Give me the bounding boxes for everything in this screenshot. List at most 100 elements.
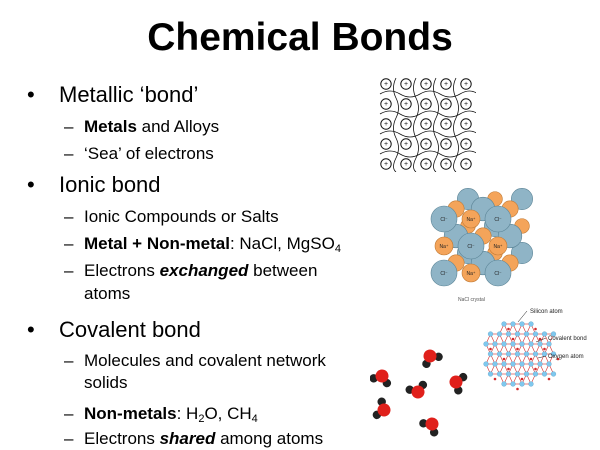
silicon-atom — [523, 371, 530, 377]
silicon-atom — [550, 371, 557, 377]
metal-ion: + — [420, 118, 432, 130]
svg-text:+: + — [404, 141, 408, 148]
silicon-atom — [505, 331, 512, 337]
slide-title: Chemical Bonds — [147, 16, 453, 59]
silicon-atom — [483, 341, 489, 347]
sub-bullet-exchanged-cont: atoms — [84, 284, 131, 303]
silicon-atom — [514, 351, 521, 357]
water-molecule — [419, 417, 439, 437]
svg-text:+: + — [464, 121, 468, 128]
oxygen-atom — [502, 357, 506, 361]
silicon-atom — [550, 331, 557, 337]
silicon-atom — [541, 331, 548, 337]
silicon-atom — [492, 341, 498, 347]
electron-path — [433, 77, 439, 172]
silicon-atom — [532, 371, 539, 377]
oxygen-atom — [507, 367, 510, 371]
svg-text:+: + — [464, 141, 468, 148]
svg-text:+: + — [384, 141, 388, 148]
chloride-ion: Cl⁻ — [457, 232, 485, 260]
metal-ion: + — [420, 98, 432, 110]
oxygen-atom — [489, 347, 492, 351]
sub-bullet-molecules-cont: solids — [84, 373, 128, 392]
nacl-crystal-diagram: Cl⁻Na⁺Cl⁻Na⁺Cl⁻Na⁺Cl⁻Na⁺Cl⁻ — [430, 188, 533, 287]
metal-ion: + — [380, 78, 392, 90]
metal-ion: + — [440, 78, 452, 90]
silicon-atom — [510, 381, 516, 387]
sodium-ion: Na⁺ — [488, 236, 508, 256]
oxygen-atom — [538, 337, 542, 341]
svg-text:Cl⁻: Cl⁻ — [494, 271, 502, 277]
metal-ion: + — [400, 158, 412, 170]
sodium-ion: Na⁺ — [434, 236, 454, 256]
electron-path — [453, 77, 459, 172]
svg-text:+: + — [424, 161, 428, 168]
water-molecule — [449, 372, 468, 395]
silicon-atom — [541, 351, 548, 357]
svg-text:+: + — [404, 121, 408, 128]
metal-ion: + — [440, 118, 452, 130]
oxygen-atom — [507, 327, 510, 331]
water-molecule — [372, 397, 391, 420]
water-molecule — [422, 349, 443, 369]
metal-ion: + — [380, 138, 392, 150]
metal-ion: + — [460, 98, 472, 110]
silicon-atom-label: Silicon atom — [530, 309, 563, 315]
chloride-ion: Cl⁻ — [430, 259, 458, 287]
metal-ion: + — [420, 138, 432, 150]
svg-text:+: + — [384, 101, 388, 108]
svg-text:+: + — [384, 81, 388, 88]
electron-path — [393, 77, 399, 172]
svg-text:Cl⁻: Cl⁻ — [440, 271, 448, 277]
bullet-dot: • — [27, 82, 35, 107]
svg-text:Cl⁻: Cl⁻ — [467, 244, 475, 250]
electron-path — [379, 90, 476, 98]
silicon-atom — [510, 341, 516, 347]
silicon-atom — [541, 371, 548, 377]
silicon-atom — [532, 331, 539, 337]
silicon-atom — [537, 341, 543, 347]
svg-text:+: + — [464, 101, 468, 108]
svg-text:Na⁺: Na⁺ — [466, 217, 475, 223]
chloride-ion: Cl⁻ — [430, 205, 458, 233]
network-labels: Silicon atom Covalent bond Oxygen atom — [530, 309, 587, 360]
label-pointer — [517, 310, 528, 323]
water-molecule — [405, 380, 428, 399]
silicon-atom — [501, 361, 507, 367]
oxygen-atom — [547, 377, 551, 381]
oxygen-atom — [511, 337, 515, 341]
covalent-bond-label: Covalent bond — [548, 336, 587, 342]
silicon-atom — [492, 361, 498, 367]
nacl-caption: NaCl crystal — [458, 297, 485, 303]
silicon-atom — [523, 331, 530, 337]
silicon-atom — [496, 371, 503, 377]
covalent-network-diagram: Silicon atom Covalent bond Oxygen atom — [483, 309, 587, 391]
oxygen-atom — [529, 357, 533, 361]
metal-ion: + — [420, 78, 432, 90]
oxygen-atom — [556, 357, 560, 361]
bullet-heading-covalent: Covalent bond — [59, 317, 201, 342]
svg-text:Cl⁻: Cl⁻ — [440, 217, 448, 223]
bullet-heading-ionic: Ionic bond — [59, 172, 161, 197]
svg-text:Na⁺: Na⁺ — [466, 271, 475, 277]
silicon-atom — [505, 371, 512, 377]
sodium-ion: Na⁺ — [461, 263, 481, 283]
silicon-atom — [528, 341, 534, 347]
silicon-atom — [519, 361, 525, 367]
silicon-atom — [523, 351, 530, 357]
oxygen-atom-label: Oxygen atom — [548, 354, 584, 360]
water-molecules-diagram — [370, 349, 468, 437]
svg-text:+: + — [384, 161, 388, 168]
silicon-atom — [487, 331, 494, 337]
svg-text:Na⁺: Na⁺ — [493, 244, 502, 250]
silicon-atom — [496, 351, 503, 357]
silicon-atom — [546, 341, 552, 347]
metal-ion: + — [380, 118, 392, 130]
metal-ion: + — [460, 138, 472, 150]
label-pointer — [537, 355, 547, 359]
oxygen-atom — [516, 387, 519, 391]
metal-ion: + — [420, 158, 432, 170]
svg-text:+: + — [444, 161, 448, 168]
bullet-heading-metallic: Metallic ‘bond’ — [59, 82, 199, 107]
metal-ion: + — [440, 138, 452, 150]
